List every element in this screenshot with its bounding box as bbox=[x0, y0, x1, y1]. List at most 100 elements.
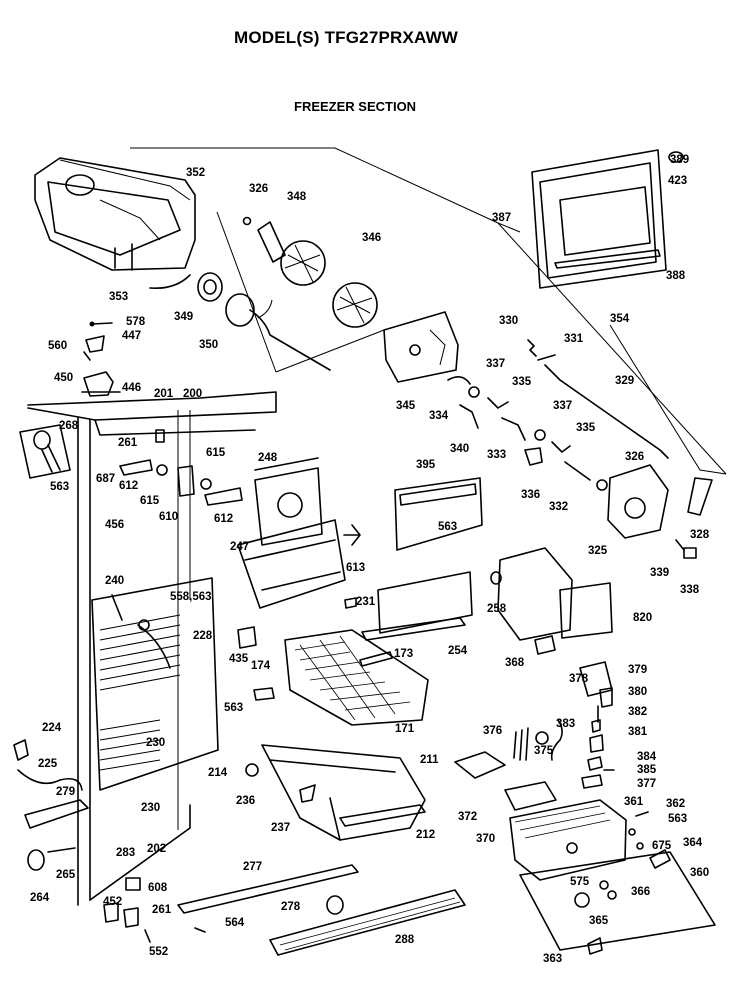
part-number-277: 277 bbox=[243, 861, 263, 873]
bucket-handle-353 bbox=[149, 274, 191, 290]
bracket-452 bbox=[103, 902, 119, 923]
part-number-258: 258 bbox=[487, 603, 507, 615]
auger-350 bbox=[225, 293, 331, 371]
screw-560 bbox=[83, 351, 91, 361]
spring-332 bbox=[564, 461, 591, 481]
part-number-212: 212 bbox=[416, 829, 436, 841]
part-number-368: 368 bbox=[505, 657, 525, 669]
roller-337b bbox=[534, 429, 546, 441]
tube-224 bbox=[13, 739, 29, 761]
part-number-331: 331 bbox=[564, 333, 584, 345]
part-number-349: 349 bbox=[174, 311, 194, 323]
part-number-278: 278 bbox=[281, 901, 301, 913]
cover-372 bbox=[454, 751, 506, 779]
motor-325 bbox=[607, 464, 669, 539]
part-174 bbox=[253, 687, 275, 701]
part-number-211: 211 bbox=[420, 754, 439, 766]
part-number-456: 456 bbox=[105, 519, 125, 531]
part-number-383: 383 bbox=[556, 718, 576, 730]
part-number-338: 338 bbox=[680, 584, 700, 596]
plug-423 bbox=[668, 151, 684, 163]
part-number-240: 240 bbox=[105, 575, 125, 587]
part-number-333: 333 bbox=[487, 449, 507, 461]
part-number-337a: 337 bbox=[486, 358, 506, 370]
part-number-340: 340 bbox=[450, 443, 470, 455]
rail-277 bbox=[177, 864, 359, 914]
part-number-201: 201 bbox=[154, 388, 174, 400]
sensor-240 bbox=[111, 594, 123, 621]
spring-330 bbox=[527, 339, 537, 357]
part-number-288: 288 bbox=[395, 934, 415, 946]
hinge-261b bbox=[123, 907, 139, 928]
roller-237 bbox=[299, 784, 316, 803]
bracket-612 bbox=[119, 459, 153, 476]
part-number-354: 354 bbox=[610, 313, 630, 325]
part-number-335a: 335 bbox=[512, 376, 532, 388]
part-336 bbox=[524, 447, 543, 466]
part-number-202: 202 bbox=[147, 843, 167, 855]
part-number-248: 248 bbox=[258, 452, 278, 464]
duct-247 bbox=[237, 519, 346, 609]
part-number-336: 336 bbox=[521, 489, 541, 501]
clip-368 bbox=[534, 635, 556, 655]
bracket-377 bbox=[581, 774, 603, 789]
part-number-378: 378 bbox=[569, 673, 589, 685]
tube-383 bbox=[550, 719, 563, 761]
part-number-353: 353 bbox=[109, 291, 129, 303]
part-number-558563: 558,563 bbox=[170, 591, 212, 603]
blade-348 bbox=[257, 221, 286, 263]
wheel-278 bbox=[326, 895, 344, 915]
part-number-382: 382 bbox=[628, 706, 648, 718]
part-number-560: 560 bbox=[48, 340, 68, 352]
part-number-387: 387 bbox=[492, 212, 512, 224]
part-number-326b: 326 bbox=[625, 451, 645, 463]
screw-339 bbox=[675, 539, 685, 551]
part-number-563d: 563 bbox=[668, 813, 688, 825]
clip-231 bbox=[344, 597, 357, 609]
knob-615 bbox=[156, 464, 168, 476]
foot-365 bbox=[574, 892, 590, 908]
part-number-361: 361 bbox=[624, 796, 644, 808]
compressor-housing-361 bbox=[509, 799, 627, 881]
part-number-264: 264 bbox=[30, 892, 50, 904]
screw-675 bbox=[636, 842, 644, 850]
cam-334 bbox=[447, 376, 471, 385]
part-number-279: 279 bbox=[56, 786, 76, 798]
part-number-446: 446 bbox=[122, 382, 142, 394]
spring-364 bbox=[649, 849, 671, 869]
part-number-379: 379 bbox=[628, 664, 648, 676]
bracket-612b bbox=[204, 487, 243, 506]
part-number-608: 608 bbox=[148, 882, 168, 894]
nut-381 bbox=[589, 734, 604, 753]
screw-265 bbox=[47, 847, 76, 853]
part-number-230a: 230 bbox=[146, 737, 166, 749]
part-number-268: 268 bbox=[59, 420, 79, 432]
part-number-335b: 335 bbox=[576, 422, 596, 434]
cam-236 bbox=[245, 763, 259, 777]
part-338 bbox=[683, 547, 697, 559]
part-number-360: 360 bbox=[690, 867, 710, 879]
part-number-345: 345 bbox=[396, 400, 416, 412]
part-number-375: 375 bbox=[534, 745, 554, 757]
part-number-247: 247 bbox=[230, 541, 250, 553]
screw-564 bbox=[194, 927, 206, 933]
auger-bearing-345 bbox=[383, 311, 459, 383]
drain-pan-360 bbox=[519, 851, 716, 951]
part-number-225: 225 bbox=[38, 758, 58, 770]
part-number-612a: 612 bbox=[119, 480, 139, 492]
part-number-389: 389 bbox=[670, 154, 690, 166]
part-number-820: 820 bbox=[633, 612, 653, 624]
spring-335a bbox=[487, 397, 509, 409]
part-number-450: 450 bbox=[54, 372, 74, 384]
part-number-174: 174 bbox=[251, 660, 271, 672]
part-number-552: 552 bbox=[149, 946, 169, 958]
lever-340 bbox=[459, 404, 479, 429]
part-number-423: 423 bbox=[668, 175, 688, 187]
part-number-330: 330 bbox=[499, 315, 519, 327]
rod-329 bbox=[544, 364, 669, 459]
model-title: MODEL(S) TFG27PRXAWW bbox=[234, 28, 459, 47]
rail-279 bbox=[24, 799, 89, 829]
part-number-326a: 326 bbox=[249, 183, 269, 195]
